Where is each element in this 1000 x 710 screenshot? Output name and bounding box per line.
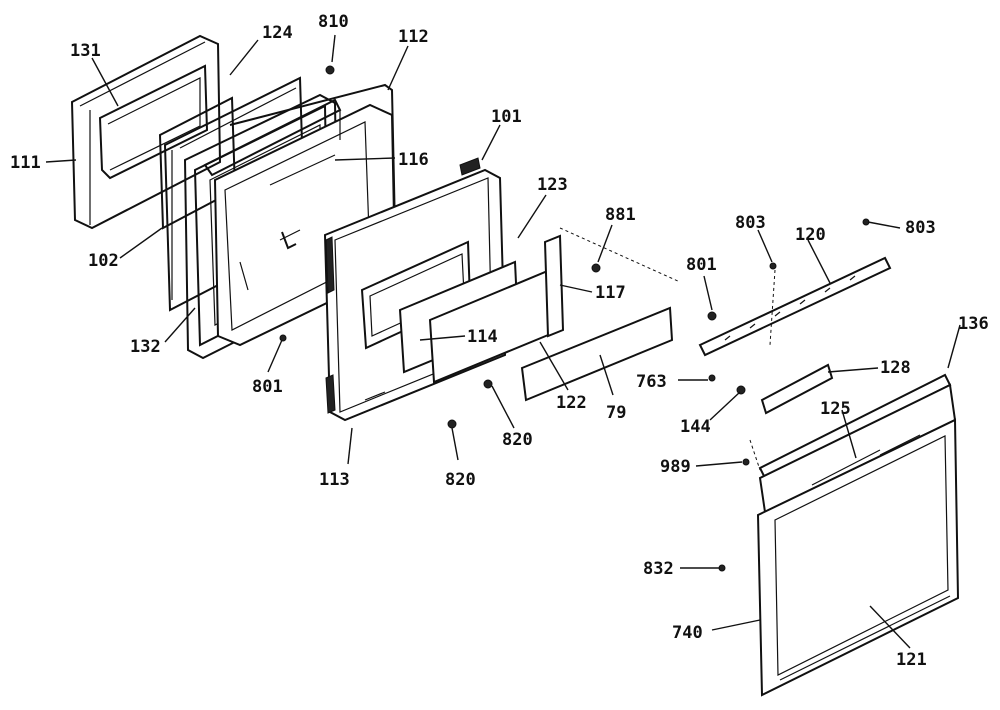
label-820-b: 820: [445, 470, 476, 490]
label-132: 132: [130, 337, 161, 357]
label-740: 740: [672, 623, 703, 643]
label-801-b: 801: [252, 377, 283, 397]
part-labels: 111 131 124 810 112 101 116 123 881 803 …: [10, 12, 989, 670]
label-131: 131: [70, 41, 101, 61]
label-801-a: 801: [686, 255, 717, 275]
label-124: 124: [262, 23, 293, 43]
label-763: 763: [636, 372, 667, 392]
label-832: 832: [643, 559, 674, 579]
label-123: 123: [537, 175, 568, 195]
label-125: 125: [820, 399, 851, 419]
label-116: 116: [398, 150, 429, 170]
label-120: 120: [795, 225, 826, 245]
label-144: 144: [680, 417, 711, 437]
label-112: 112: [398, 27, 429, 47]
label-803-b: 803: [905, 218, 936, 238]
label-881: 881: [605, 205, 636, 225]
part-740-outer-door: [749, 418, 960, 697]
part-117-bracket: [543, 234, 565, 338]
label-79: 79: [606, 403, 626, 423]
leader-lines: [45, 34, 961, 649]
label-114: 114: [467, 327, 498, 347]
part-128-handle-bracket: [760, 363, 834, 415]
part-120-vent: [698, 256, 892, 357]
label-136: 136: [958, 314, 989, 334]
label-989: 989: [660, 457, 691, 477]
part-111-outer-panel: [70, 34, 222, 230]
label-121: 121: [896, 650, 927, 670]
label-117: 117: [595, 283, 626, 303]
label-101: 101: [491, 107, 522, 127]
hardware-screws: [279, 65, 870, 572]
label-113: 113: [319, 470, 350, 490]
label-803-a: 803: [735, 213, 766, 233]
label-102: 102: [88, 251, 119, 271]
label-122: 122: [556, 393, 587, 413]
label-128: 128: [880, 358, 911, 378]
label-820-a: 820: [502, 430, 533, 450]
label-111: 111: [10, 153, 41, 173]
label-810: 810: [318, 12, 349, 32]
part-79-trim: [520, 227, 681, 402]
